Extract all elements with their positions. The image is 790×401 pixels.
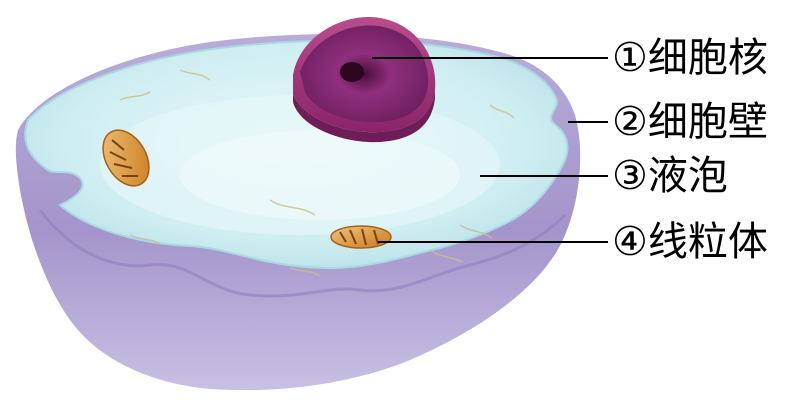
nucleolus [340,62,364,82]
label-text: 液泡 [648,153,728,199]
label-number: ③ [612,153,648,199]
label-mitochondrion: ④线粒体 [612,220,768,264]
label-text: 线粒体 [648,219,768,265]
label-text: 细胞壁 [648,99,768,145]
label-text: 细胞核 [648,35,768,81]
label-vacuole: ③液泡 [612,154,728,198]
label-nucleus: ①细胞核 [612,36,768,80]
label-cell-wall: ②细胞壁 [612,100,768,144]
label-number: ① [612,35,648,81]
label-number: ④ [612,219,648,265]
label-number: ② [612,99,648,145]
vacuole-highlight-inner [180,130,460,220]
mitochondrion-center [331,226,391,248]
